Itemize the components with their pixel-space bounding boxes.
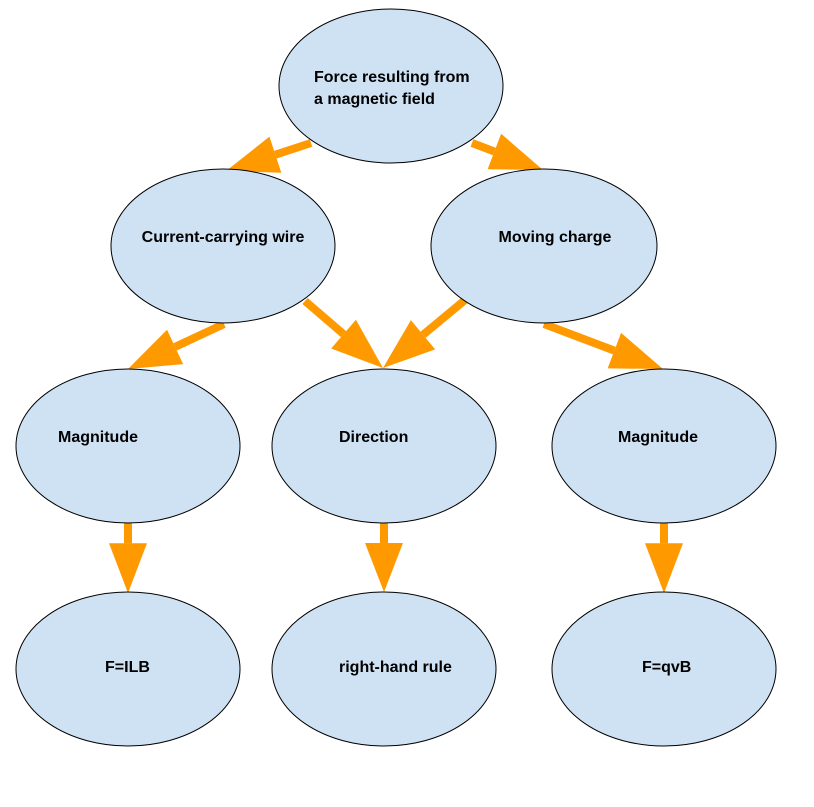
arrow-shaft — [542, 320, 616, 355]
arrow-direction-to-rule — [365, 522, 403, 592]
arrows-layer — [109, 133, 683, 593]
node-label: Moving charge — [499, 229, 612, 246]
arrow-charge-to-direction — [383, 296, 468, 368]
arrow-shaft — [274, 139, 313, 159]
node-label: F=qvB — [642, 659, 691, 676]
node-label: right-hand rule — [339, 659, 452, 676]
nodes-layer: Force resulting from a magnetic fieldCurr… — [15, 8, 777, 747]
node-label: Magnitude — [618, 429, 698, 446]
node-magnitude-charge: Magnitude — [551, 368, 777, 524]
arrow-head — [383, 320, 436, 368]
node-label: Magnitude — [58, 429, 138, 446]
arrow-wire-to-magnitude-wire — [128, 320, 226, 369]
arrow-head — [645, 543, 683, 593]
arrow-shaft — [660, 522, 668, 544]
node-ellipse — [110, 168, 336, 324]
arrow-force-to-wire — [226, 136, 313, 173]
node-label: F=ILB — [105, 659, 150, 676]
node-label: Current-carrying wire — [142, 229, 305, 246]
node-ellipse — [15, 368, 241, 524]
node-wire: Current-carrying wire — [110, 168, 336, 324]
arrow-shaft — [124, 522, 132, 544]
node-label: Direction — [339, 429, 408, 446]
node-rule: right-hand rule — [271, 591, 497, 747]
arrow-head — [365, 543, 403, 592]
arrow-shaft — [380, 522, 388, 543]
arrow-head — [607, 332, 663, 369]
arrow-charge-to-magnitude-charge — [542, 320, 663, 369]
node-ellipse — [551, 368, 777, 524]
arrow-head — [331, 319, 383, 368]
node-charge: Moving charge — [430, 168, 658, 324]
arrow-magnitude-wire-to-formula-ilb — [109, 522, 147, 593]
node-label: a magnetic field — [314, 91, 435, 108]
arrow-magnitude-charge-to-formula-qvb — [645, 522, 683, 593]
node-direction: Direction — [271, 368, 497, 524]
arrow-head — [109, 543, 147, 593]
node-force: Force resulting from a magnetic field — [278, 8, 504, 164]
node-label: Force resulting from — [314, 69, 470, 86]
arrow-shaft — [420, 296, 468, 338]
arrow-head — [226, 136, 282, 173]
node-ellipse — [278, 8, 504, 164]
node-ellipse — [430, 168, 658, 324]
node-ellipse — [271, 591, 497, 747]
node-formula-qvb: F=qvB — [551, 591, 777, 747]
arrow-head — [487, 133, 543, 170]
arrow-shaft — [470, 139, 496, 156]
arrow-shaft — [302, 297, 347, 338]
arrow-shaft — [173, 320, 226, 351]
node-magnitude-wire: Magnitude — [15, 368, 241, 524]
node-ellipse — [271, 368, 497, 524]
arrow-force-to-charge — [470, 133, 543, 170]
node-formula-ilb: F=ILB — [15, 591, 241, 747]
arrow-wire-to-direction — [302, 297, 383, 368]
node-ellipse — [15, 591, 241, 747]
arrow-head — [128, 329, 184, 369]
node-ellipse — [551, 591, 777, 747]
